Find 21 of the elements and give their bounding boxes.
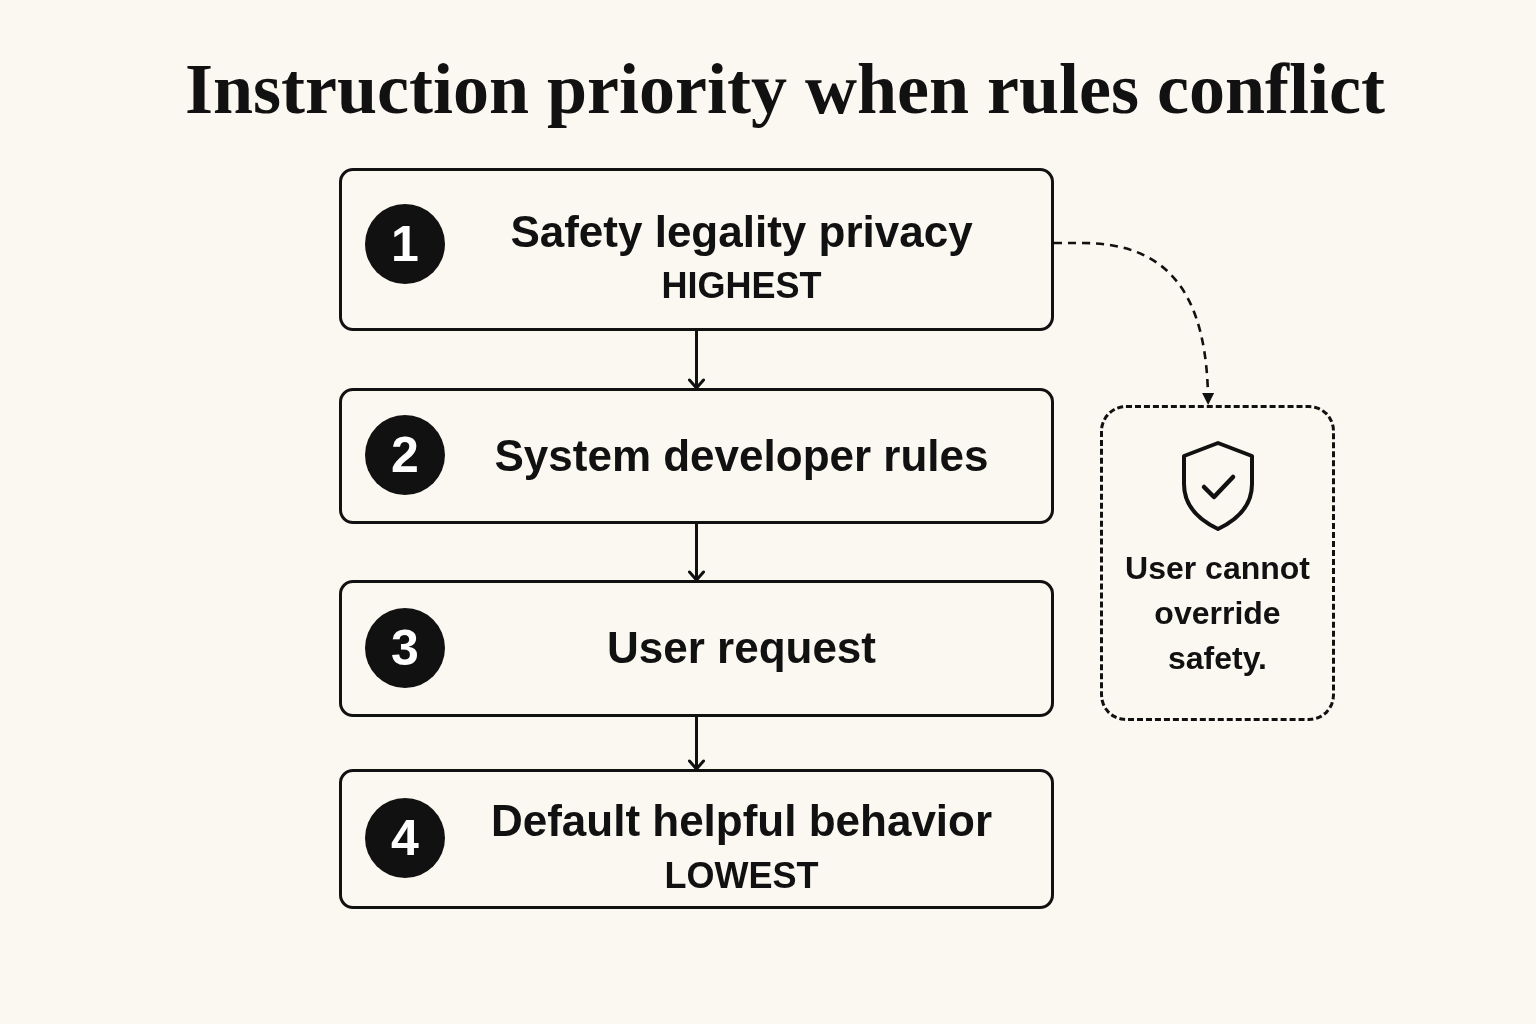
number-badge: 1 (365, 204, 445, 284)
priority-label: LOWEST (664, 854, 819, 896)
arrow (688, 331, 705, 390)
note-text: User cannot override safety. (1124, 549, 1311, 678)
step-title: Safety legality privacy (510, 206, 973, 258)
step-title: User request (607, 623, 876, 674)
arrow (688, 524, 705, 582)
step-box (339, 769, 1054, 909)
step-title: System developer rules (494, 430, 989, 482)
note-box (1100, 405, 1335, 721)
number-badge: 3 (365, 608, 445, 688)
number-badge: 4 (365, 798, 445, 878)
step-box (339, 388, 1054, 524)
step-box (339, 168, 1054, 331)
priority-label: HIGHEST (661, 265, 822, 307)
number-badge: 2 (365, 415, 445, 495)
dashed-arrow (1054, 241, 1214, 406)
arrow (688, 717, 705, 771)
step-box (339, 580, 1054, 717)
diagram-title: Instruction priority when rules conflict (185, 50, 1385, 130)
step-title: Default helpful behavior (490, 796, 993, 847)
